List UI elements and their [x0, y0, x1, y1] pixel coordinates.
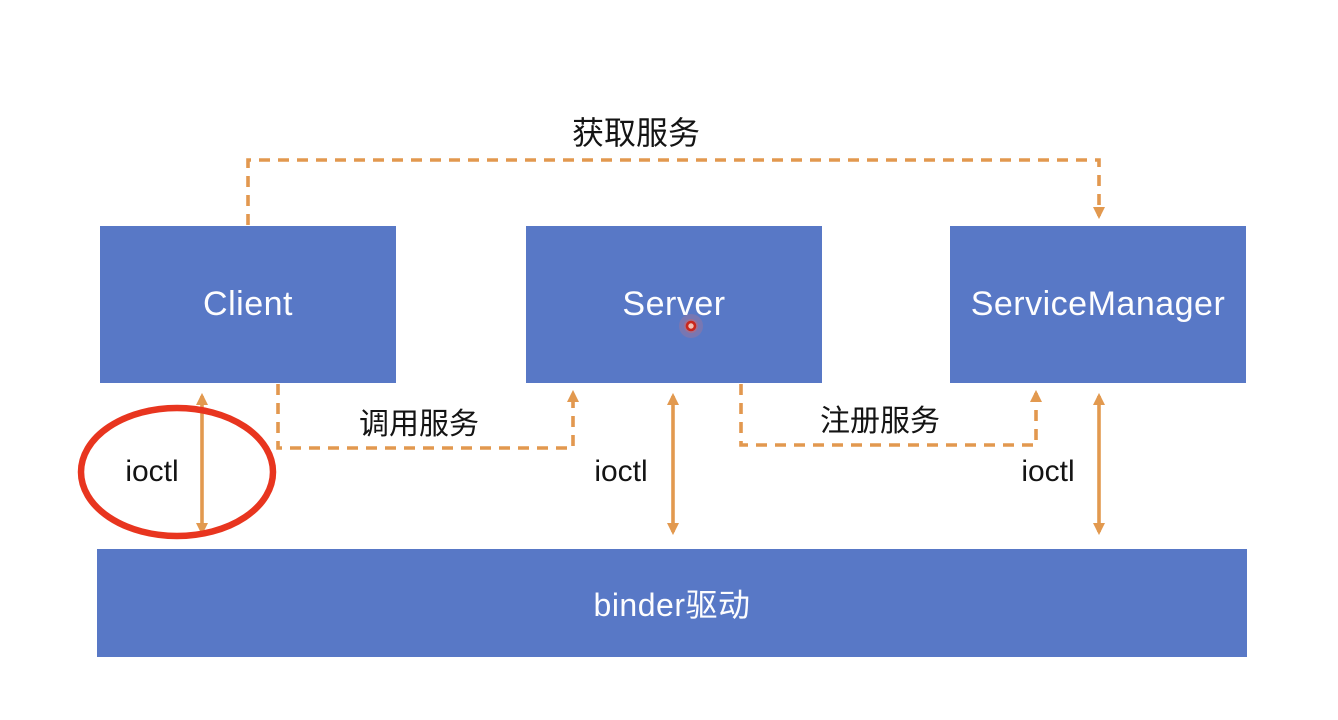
register-service-label: 注册服务: [820, 405, 940, 438]
server-ioctl-label: ioctl: [594, 455, 648, 488]
binder-driver-node-label: binder驱动: [593, 587, 751, 623]
client-node-label: Client: [203, 285, 293, 323]
call-service-label: 调用服务: [359, 408, 479, 441]
server-node: Server: [526, 226, 822, 383]
servicemanager-node-label: ServiceManager: [970, 285, 1226, 323]
servicemanager-ioctl-label: ioctl: [1021, 455, 1075, 488]
client-ioctl-label: ioctl: [125, 455, 179, 488]
client-node: Client: [100, 226, 396, 383]
binder-driver-node: binder驱动: [97, 549, 1247, 657]
servicemanager-node: ServiceManager: [950, 226, 1246, 383]
get-service-arrow: [246, 158, 1106, 225]
server-node-label: Server: [622, 285, 726, 323]
get-service-label: 获取服务: [571, 115, 701, 151]
